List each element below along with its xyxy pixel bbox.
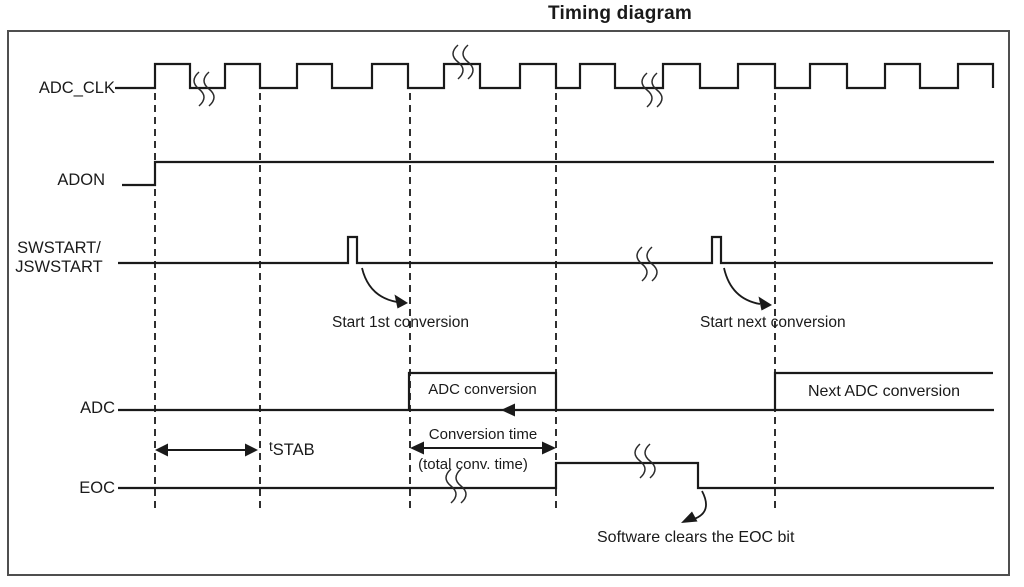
signal-label-eoc: EOC xyxy=(79,479,115,497)
conversion-time-arrow xyxy=(410,441,556,455)
swstart-waveform xyxy=(118,235,993,265)
signal-label-adon: ADON xyxy=(57,171,105,189)
adc-conversion-label: ADC conversion xyxy=(428,381,537,398)
tstab-subscript: STAB xyxy=(272,441,315,459)
eoc-clear-arrow xyxy=(681,490,707,523)
next-adc-conversion-box xyxy=(773,371,993,410)
adc-baseline-left-arrowhead-icon xyxy=(501,403,515,417)
dashed-guide-lines xyxy=(154,93,776,511)
conversion-time-label: Conversion time xyxy=(428,426,538,443)
tstab-prefix: t xyxy=(269,439,273,454)
diagram-frame xyxy=(7,30,1010,576)
break-mark-icon xyxy=(452,44,474,80)
page-title: Timing diagram xyxy=(548,3,692,24)
signal-label-swstart: SWSTART/JSWSTART xyxy=(2,239,116,278)
start-next-conversion-label: Start next conversion xyxy=(700,314,846,331)
break-mark-icon xyxy=(634,443,656,479)
break-mark-icon xyxy=(445,468,467,504)
next-adc-conversion-label: Next ADC conversion xyxy=(807,383,961,400)
total-conv-time-label: (total conv. time) xyxy=(418,456,528,473)
start-first-conversion-label: Start 1st conversion xyxy=(332,314,469,331)
eoc-waveform xyxy=(118,461,994,490)
start-first-arrow xyxy=(361,267,408,309)
software-clears-eoc-label: Software clears the EOC bit xyxy=(597,529,795,546)
signal-label-adc: ADC xyxy=(80,399,115,417)
signal-label-adc-clk: ADC_CLK xyxy=(38,79,115,97)
adc-clk-waveform xyxy=(115,62,995,90)
start-next-arrow xyxy=(723,267,772,311)
adc-conversion-box xyxy=(407,371,558,410)
adon-waveform xyxy=(122,160,994,187)
break-mark-icon xyxy=(641,72,663,108)
tstab-arrow xyxy=(155,443,258,457)
swstart-label-line1: SWSTART/ xyxy=(17,239,101,257)
swstart-label-line2: JSWSTART xyxy=(15,258,103,277)
tstab-label: tSTAB xyxy=(269,438,315,460)
